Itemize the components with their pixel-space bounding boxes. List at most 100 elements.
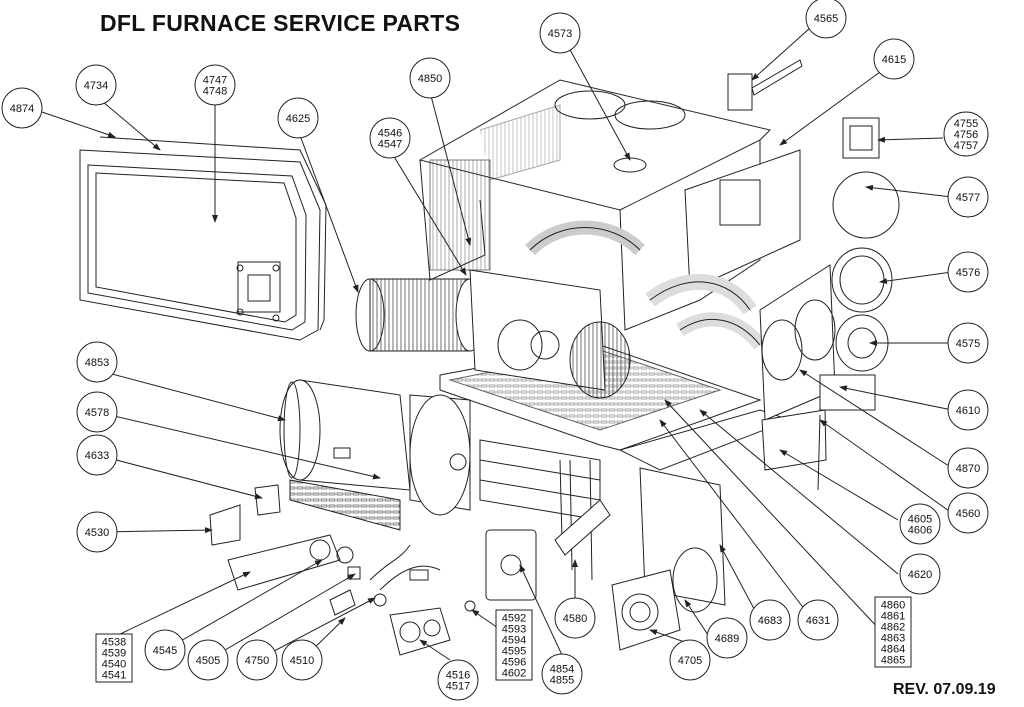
part-number: 4596 [502,657,526,669]
part-number: 4625 [286,113,310,125]
part-number: 4853 [85,357,109,369]
part-number: 4573 [548,28,572,40]
part-number: 4541 [102,670,126,682]
callout-circle [281,639,323,681]
callout-4734: 4734 [75,64,117,106]
callout-4633: 4633 [76,434,118,476]
callout-circle [749,599,791,641]
part-number: 4748 [203,86,227,98]
callout-4850: 4850 [409,57,451,99]
callout-circle [144,629,186,671]
callout-4530: 4530 [76,511,118,553]
part-number: 4546 [378,128,402,140]
blower-wheel [355,278,485,352]
vent-pipe [727,59,803,111]
door-panel [79,136,327,341]
part-number: 4580 [563,613,587,625]
callout-4578: 4578 [76,391,118,433]
callout-circle [947,251,989,293]
callout-circle [899,553,941,595]
part-number: 4538 [102,637,126,649]
part-number: 4530 [85,527,109,539]
furnace-cabinet [418,79,801,331]
part-number: 4747 [203,75,227,87]
part-number: 4547 [378,139,402,151]
callout-circle [437,659,479,701]
part-number: 4605 [908,514,932,526]
part-number: 4620 [908,569,932,581]
callout-box [874,596,912,668]
callout-circle [873,38,915,80]
callout-circle [194,64,236,106]
callout-4625: 4625 [277,97,319,139]
part-number: 4874 [10,103,34,115]
part-number: 4734 [84,80,108,92]
part-number: 4863 [881,633,905,645]
callout-circle [947,389,989,431]
gas-valve [389,600,476,656]
callout-4510: 4510 [281,639,323,681]
callout-circle [277,97,319,139]
callout-4853: 4853 [76,341,118,383]
part-number: 4540 [102,659,126,671]
combustion-chamber [283,381,301,479]
callout-circle [409,57,451,99]
exhaust-panel [611,467,726,651]
part-number: 4577 [956,192,980,204]
part-number: 4633 [85,450,109,462]
part-number: 4862 [881,622,905,634]
part-number: 4517 [446,681,470,693]
part-number: 4750 [245,655,269,667]
callout-circle [947,176,989,218]
callout-circle [76,391,118,433]
part-number: 4545 [153,645,177,657]
callout-circle [539,12,581,54]
callout-circle [187,639,229,681]
callout-4610: 4610 [947,389,989,431]
callout-box [495,609,533,681]
part-number: 4860 [881,600,905,612]
callout-circle [76,434,118,476]
callout-4615: 4615 [873,38,915,80]
part-number: 4755 [954,118,978,130]
callout-circle [75,64,117,106]
callout-4565: 4565 [805,0,847,39]
callout-circle [805,0,847,39]
part-number: 4757 [954,140,978,152]
part-number: 4606 [908,525,932,537]
callout-circle [76,341,118,383]
callout-circle [76,511,118,553]
part-number: 4516 [446,670,470,682]
part-number: 4705 [678,655,702,667]
blower-motor [469,269,631,399]
callout-circle [947,322,989,364]
leader-lines [41,27,953,661]
part-number: 4864 [881,644,905,656]
wire-harness [329,544,441,616]
callout-circle [369,117,411,159]
callout-circle [706,617,748,659]
callout-circle [236,639,278,681]
part-number: 4756 [954,129,978,141]
part-number: 4865 [881,655,905,667]
callout-4689: 4689 [706,617,748,659]
callout-circle [554,597,596,639]
part-number: 4560 [956,508,980,520]
part-number: 4505 [196,655,220,667]
heat-exchanger [525,220,766,350]
callout-circle [797,599,839,641]
callout-4631: 4631 [797,599,839,641]
right-side-parts [759,117,900,491]
callout-circle [1,87,43,129]
callout-4870: 4870 [947,447,989,489]
callout-4560: 4560 [947,492,989,534]
callout-circle [899,503,941,545]
part-number: 4615 [882,54,906,66]
